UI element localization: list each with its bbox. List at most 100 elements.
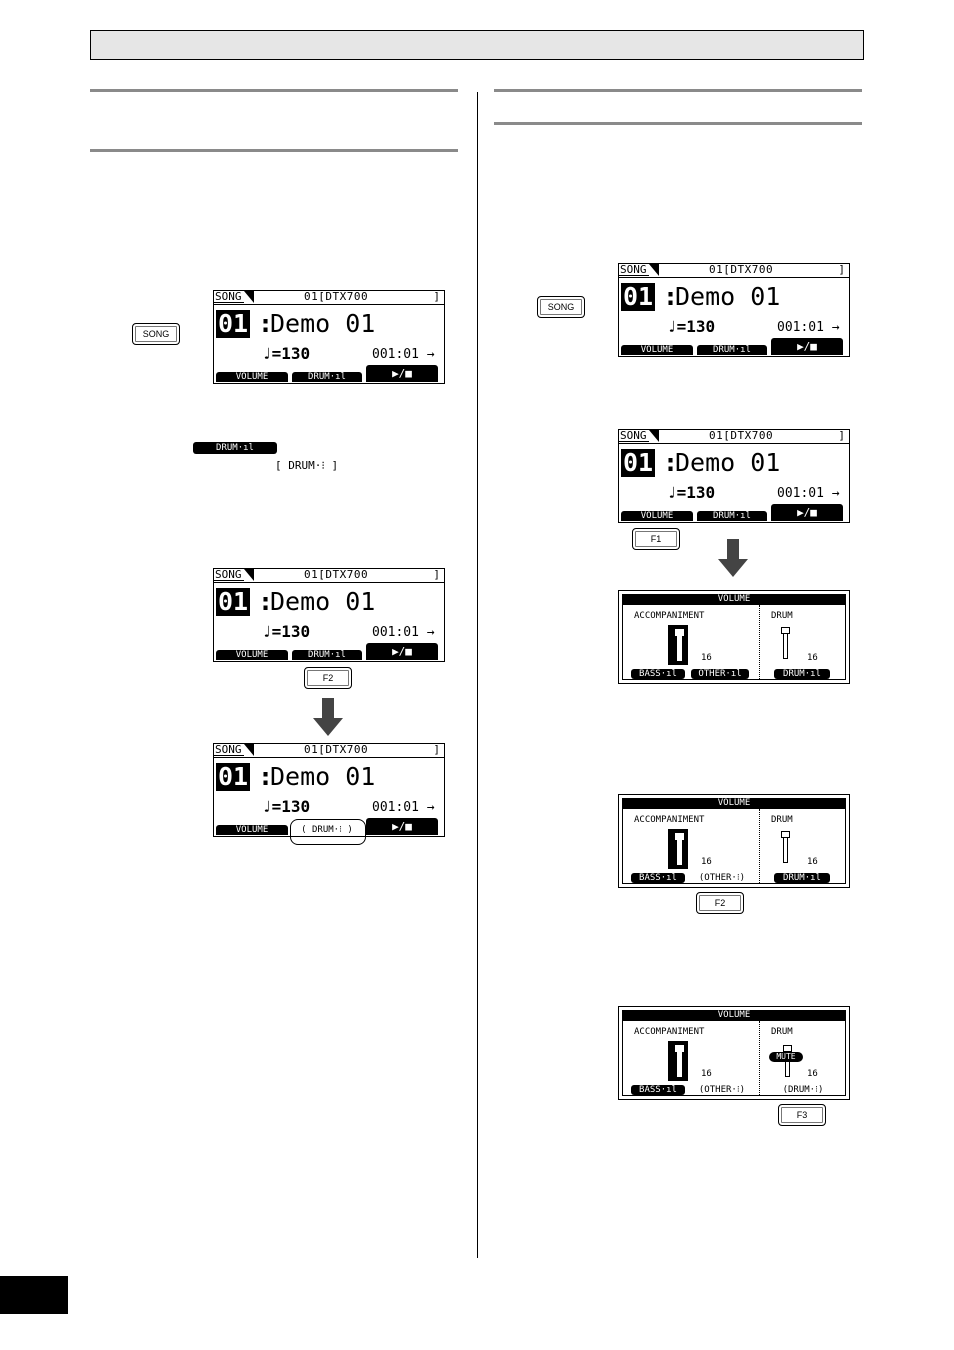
drum-label: DRUM bbox=[771, 1027, 793, 1037]
tempo: ♩=130 bbox=[262, 797, 311, 816]
volume-screen: VOLUME ACCOMPANIMENT DRUM 16 16 BASS·ıl … bbox=[618, 794, 850, 888]
song-screen: SONG 01[DTX700 ] 01 : Demo 01 ♩=130 001:… bbox=[213, 290, 445, 384]
section-rule bbox=[90, 149, 458, 152]
screen-tag: SONG bbox=[215, 568, 242, 581]
volume-title: VOLUME bbox=[622, 798, 846, 808]
song-name: Demo 01 bbox=[270, 309, 376, 338]
position: 001:01 → bbox=[372, 347, 435, 362]
inline-drum-off: [ DRUM·⁝ ] bbox=[275, 459, 339, 472]
song-name: Demo 01 bbox=[270, 762, 376, 791]
down-arrow-icon bbox=[313, 698, 343, 736]
softkey-volume: VOLUME bbox=[216, 372, 288, 382]
accompaniment-fader bbox=[668, 829, 688, 869]
volume-screen: VOLUME ACCOMPANIMENT DRUM 16 MUTE 16 BAS… bbox=[618, 1006, 850, 1100]
softkey-drum: DRUM·ıl bbox=[697, 511, 767, 521]
song-number: 01 bbox=[621, 282, 656, 311]
softkey-other-muted: (OTHER·⁝) bbox=[691, 1085, 753, 1095]
f1-button[interactable]: F1 bbox=[632, 528, 680, 550]
song-id: 01[DTX700 bbox=[304, 568, 369, 581]
inline-drum-on: DRUM·ıl bbox=[193, 442, 277, 454]
screen-tag: SONG bbox=[215, 290, 242, 303]
f2-button[interactable]: F2 bbox=[696, 892, 744, 914]
screen-tag: SONG bbox=[620, 263, 647, 276]
softkey-play: ▶/■ bbox=[366, 365, 438, 382]
song-number: 01 bbox=[621, 448, 656, 477]
accompaniment-label: ACCOMPANIMENT bbox=[634, 815, 705, 825]
column-divider bbox=[477, 92, 478, 1258]
position: 001:01 → bbox=[372, 625, 435, 640]
bracket: ] bbox=[838, 263, 845, 276]
song-id: 01[DTX700 bbox=[304, 743, 369, 756]
softkey-drum: DRUM·ıl bbox=[292, 372, 362, 382]
softkey-play: ▶/■ bbox=[366, 818, 438, 835]
softkey-volume: VOLUME bbox=[621, 345, 693, 355]
tempo: ♩=130 bbox=[262, 344, 311, 363]
f2-button[interactable]: F2 bbox=[304, 667, 352, 689]
song-colon: : bbox=[258, 587, 274, 616]
song-colon: : bbox=[663, 448, 679, 477]
position: 001:01 → bbox=[777, 486, 840, 501]
accompaniment-value: 16 bbox=[701, 857, 712, 867]
drum-label: DRUM bbox=[771, 815, 793, 825]
tempo: ♩=130 bbox=[667, 317, 716, 336]
page-tab bbox=[0, 1276, 68, 1314]
song-screen: SONG 01[DTX700 ] 01 : Demo 01 ♩=130 001:… bbox=[213, 743, 445, 837]
softkey-drum-muted: (DRUM·⁝) bbox=[772, 1085, 834, 1095]
softkey-play: ▶/■ bbox=[771, 504, 843, 521]
drum-label: DRUM bbox=[771, 611, 793, 621]
softkey-drum: DRUM·ıl bbox=[292, 650, 362, 660]
softkey-volume: VOLUME bbox=[621, 511, 693, 521]
softkey-bass: BASS·ıl bbox=[631, 1085, 685, 1095]
song-screen: SONG 01[DTX700 ] 01 : Demo 01 ♩=130 001:… bbox=[213, 568, 445, 662]
softkey-bass: BASS·ıl bbox=[631, 669, 685, 679]
screen-tag: SONG bbox=[215, 743, 242, 756]
song-button[interactable]: SONG bbox=[537, 296, 585, 318]
softkey-other-muted: (OTHER·⁝) bbox=[691, 873, 753, 883]
song-colon: : bbox=[663, 282, 679, 311]
drum-fader bbox=[774, 827, 794, 867]
screen-tag: SONG bbox=[620, 429, 647, 442]
song-button[interactable]: SONG bbox=[132, 323, 180, 345]
softkey-drum: DRUM·ıl bbox=[697, 345, 767, 355]
song-id: 01[DTX700 bbox=[709, 263, 774, 276]
tempo: ♩=130 bbox=[667, 483, 716, 502]
drum-fader bbox=[776, 1041, 796, 1081]
header-bar bbox=[90, 30, 864, 60]
song-id: 01[DTX700 bbox=[709, 429, 774, 442]
section-rule bbox=[494, 122, 862, 125]
song-number: 01 bbox=[216, 762, 251, 791]
drum-value: 16 bbox=[807, 857, 818, 867]
softkey-volume: VOLUME bbox=[216, 650, 288, 660]
bracket: ] bbox=[433, 290, 440, 303]
mute-badge: MUTE bbox=[769, 1052, 803, 1062]
song-screen: SONG 01[DTX700 ] 01 : Demo 01 ♩=130 001:… bbox=[618, 429, 850, 523]
song-number: 01 bbox=[216, 587, 251, 616]
accompaniment-fader bbox=[668, 1041, 688, 1081]
song-colon: : bbox=[258, 309, 274, 338]
position: 001:01 → bbox=[777, 320, 840, 335]
tempo: ♩=130 bbox=[262, 622, 311, 641]
position: 001:01 → bbox=[372, 800, 435, 815]
accompaniment-label: ACCOMPANIMENT bbox=[634, 611, 705, 621]
song-name: Demo 01 bbox=[675, 282, 781, 311]
accompaniment-fader bbox=[668, 625, 688, 665]
drum-value: 16 bbox=[807, 653, 818, 663]
accompaniment-label: ACCOMPANIMENT bbox=[634, 1027, 705, 1037]
softkey-bass: BASS·ıl bbox=[631, 873, 685, 883]
softkey-drum: DRUM·ıl bbox=[774, 873, 830, 883]
softkey-volume: VOLUME bbox=[216, 825, 288, 835]
f3-button[interactable]: F3 bbox=[778, 1104, 826, 1126]
softkey-play: ▶/■ bbox=[771, 338, 843, 355]
accompaniment-value: 16 bbox=[701, 653, 712, 663]
down-arrow-icon bbox=[718, 539, 748, 577]
volume-title: VOLUME bbox=[622, 594, 846, 604]
song-number: 01 bbox=[216, 309, 251, 338]
volume-title: VOLUME bbox=[622, 1010, 846, 1020]
bracket: ] bbox=[838, 429, 845, 442]
bracket: ] bbox=[433, 568, 440, 581]
drum-value: 16 bbox=[807, 1069, 818, 1079]
softkey-drum: DRUM·ıl bbox=[774, 669, 830, 679]
song-screen: SONG 01[DTX700 ] 01 : Demo 01 ♩=130 001:… bbox=[618, 263, 850, 357]
softkey-drum-muted: ( DRUM·⁝ ) bbox=[292, 825, 362, 835]
bracket: ] bbox=[433, 743, 440, 756]
